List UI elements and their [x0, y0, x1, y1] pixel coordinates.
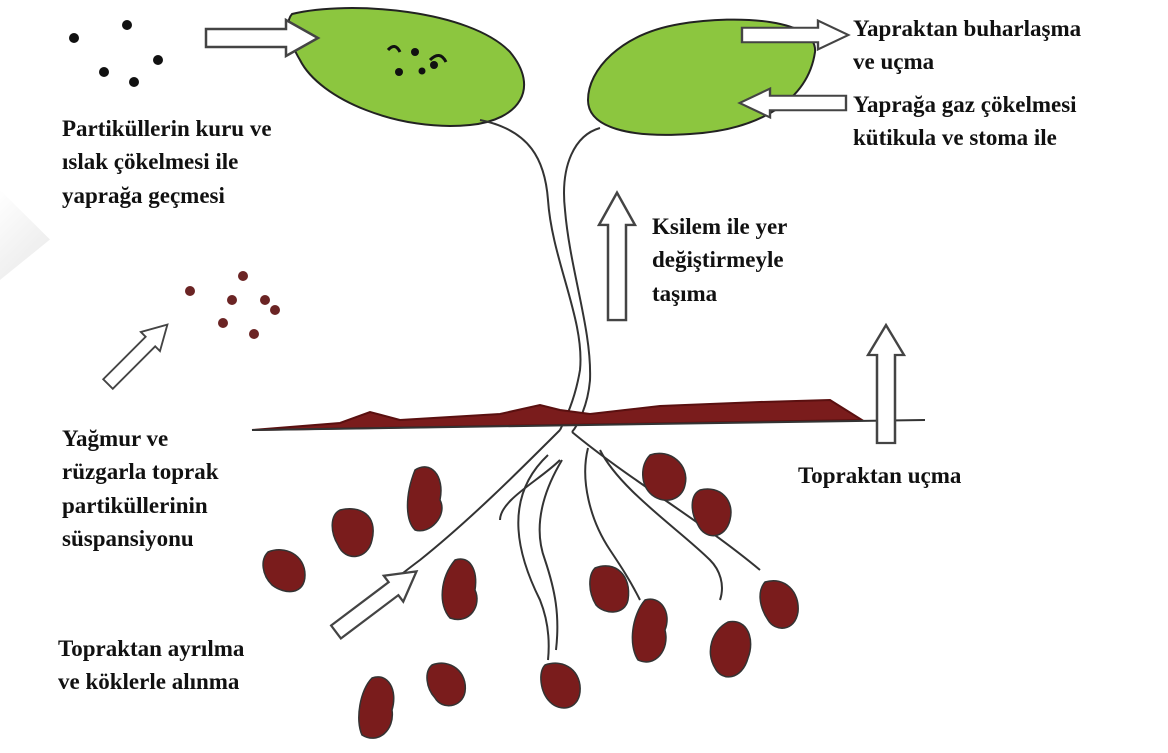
label-rain-wind-suspension: Yağmur ve rüzgarla toprak partiküllerini… — [62, 422, 219, 555]
left-leaf — [288, 8, 524, 126]
label-gas-deposition: Yaprağa gaz çökelmesi kütikula ve stoma … — [853, 88, 1077, 155]
air-particles — [69, 20, 163, 87]
arrow-soil-volatilization — [868, 325, 904, 443]
label-dry-wet-deposition: Partiküllerin kuru ve ıslak çökelmesi il… — [62, 112, 272, 212]
plant-stem — [480, 120, 600, 432]
arrow-xylem — [599, 193, 635, 320]
label-leaf-evaporation: Yapraktan buharlaşma ve uçma — [853, 12, 1081, 79]
arrow-suspension — [98, 315, 176, 393]
arrow-root-uptake — [326, 558, 426, 645]
label-soil-uptake: Topraktan ayrılma ve köklerle alınma — [58, 632, 244, 699]
suspended-soil-particles — [185, 271, 280, 339]
label-soil-volatilization: Topraktan uçma — [798, 459, 961, 492]
soil-particles — [263, 453, 798, 738]
label-xylem-transport: Ksilem ile yer değiştirmeyle taşıma — [652, 210, 787, 310]
roots — [365, 430, 760, 660]
